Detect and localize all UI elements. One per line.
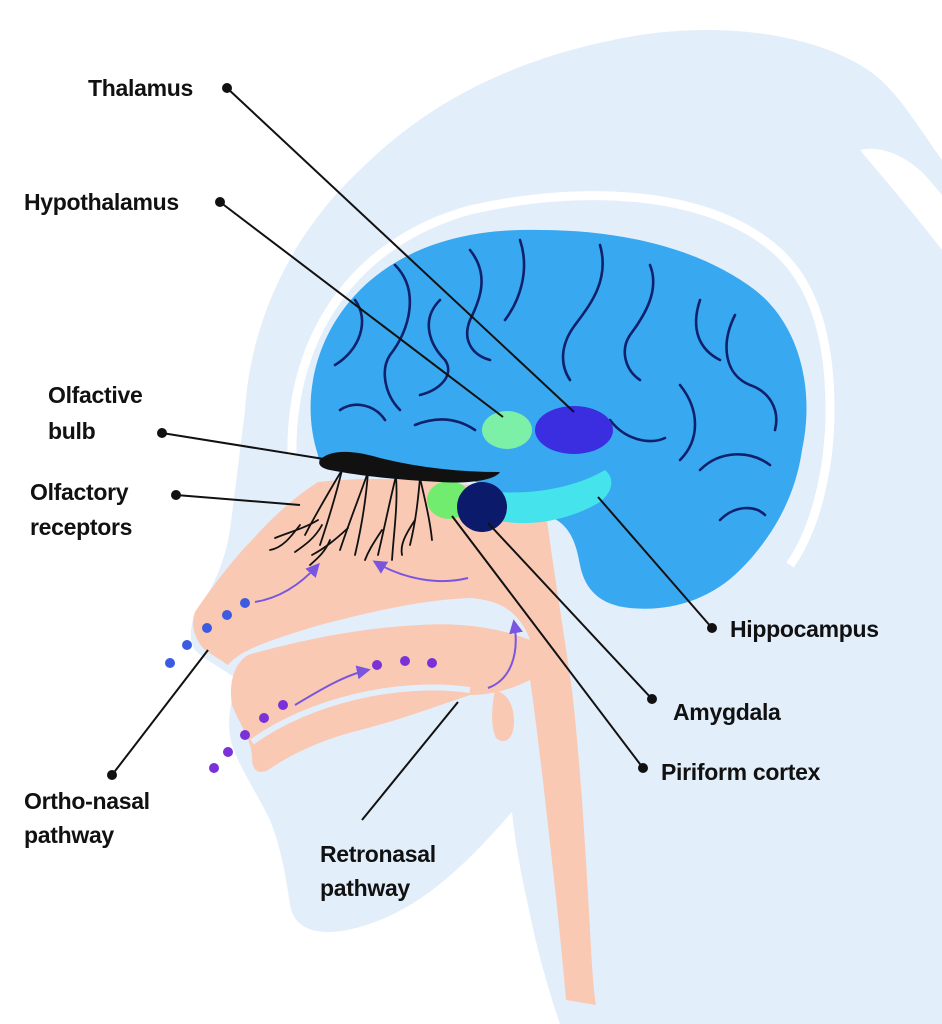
brain-sulcus bbox=[698, 453, 772, 472]
uvula bbox=[492, 690, 514, 742]
hypothalamus-label: Hypothalamus bbox=[24, 189, 179, 215]
piriform-cortex-leader-dot bbox=[638, 763, 648, 773]
brain-sulcus bbox=[413, 418, 477, 432]
retronasal-leader bbox=[361, 701, 459, 821]
brain-sulcus bbox=[694, 298, 722, 362]
hippocampus-region bbox=[495, 470, 612, 524]
brain-sulcus bbox=[623, 263, 655, 382]
ortho-nasal-airflow-arrow bbox=[254, 562, 320, 603]
olfactive-bulb-shape bbox=[319, 451, 500, 483]
ear-notch bbox=[860, 148, 942, 250]
nasal-tissue bbox=[193, 478, 596, 1005]
brain-sulcus bbox=[561, 243, 604, 382]
brain-sulcus bbox=[725, 313, 778, 432]
labels: Thalamus Hypothalamus Olfactive bulb Olf… bbox=[24, 75, 879, 901]
ortho-nasal-label-line1: Ortho-nasal bbox=[24, 788, 150, 814]
hypothalamus-region bbox=[482, 411, 532, 449]
hippocampus-leader-dot bbox=[707, 623, 717, 633]
brain-sulcus bbox=[608, 418, 667, 443]
hippocampus-leader bbox=[597, 496, 713, 629]
retronasal-label-line1: Retronasal bbox=[320, 841, 436, 867]
olfactive-bulb-leader bbox=[161, 432, 331, 461]
retronasal-odor-dots bbox=[209, 656, 437, 773]
brain-sulcus bbox=[678, 383, 697, 462]
brain-sulcus bbox=[465, 248, 492, 362]
retro-upper-airflow-arrow bbox=[372, 560, 469, 583]
brain-sulcus bbox=[503, 238, 526, 322]
skull-outline bbox=[287, 191, 835, 568]
thalamus-region bbox=[535, 406, 613, 454]
olfactive-bulb-leader-dot bbox=[157, 428, 167, 438]
amygdala-label: Amygdala bbox=[673, 699, 781, 725]
retronasal-up-arrow bbox=[487, 619, 523, 689]
amygdala-leader bbox=[487, 522, 653, 700]
ortho-nasal-label-line2: pathway bbox=[24, 822, 114, 848]
brain-sulcus bbox=[418, 298, 450, 397]
leader-lines bbox=[107, 83, 717, 821]
amygdala-leader-dot bbox=[647, 694, 657, 704]
ortho-nasal-odor-dots bbox=[165, 598, 250, 668]
olfactory-receptors-label-line2: receptors bbox=[30, 514, 132, 540]
retronasal-label-line2: pathway bbox=[320, 875, 410, 901]
brain-sulcus bbox=[718, 506, 767, 522]
olfactive-bulb-label-line1: Olfactive bbox=[48, 382, 142, 408]
ortho-nasal-leader bbox=[111, 649, 209, 776]
ortho-nasal-leader-dot bbox=[107, 770, 117, 780]
amygdala-region bbox=[457, 482, 507, 532]
hypothalamus-leader-dot bbox=[215, 197, 225, 207]
olfactive-bulb-label-line2: bulb bbox=[48, 418, 96, 444]
piriform-cortex-label: Piriform cortex bbox=[661, 759, 821, 785]
retronasal-airflow-arrow bbox=[294, 665, 371, 706]
olfactory-receptors-label-line1: Olfactory bbox=[30, 479, 129, 505]
thalamus-label: Thalamus bbox=[88, 75, 193, 101]
olfactory-receptors-leader-dot bbox=[171, 490, 181, 500]
olfactory-receptors-leader bbox=[175, 494, 301, 506]
olfactory-receptors-fibres bbox=[269, 469, 433, 566]
piriform-cortex-leader bbox=[451, 515, 644, 769]
thalamus-leader-dot bbox=[222, 83, 232, 93]
thalamus-leader bbox=[226, 87, 575, 413]
hippocampus-label: Hippocampus bbox=[730, 616, 879, 642]
brain-sulcus bbox=[338, 403, 387, 422]
hypothalamus-leader bbox=[219, 201, 504, 418]
brain-sulcus bbox=[383, 263, 412, 412]
mouth-cavity bbox=[250, 684, 471, 745]
